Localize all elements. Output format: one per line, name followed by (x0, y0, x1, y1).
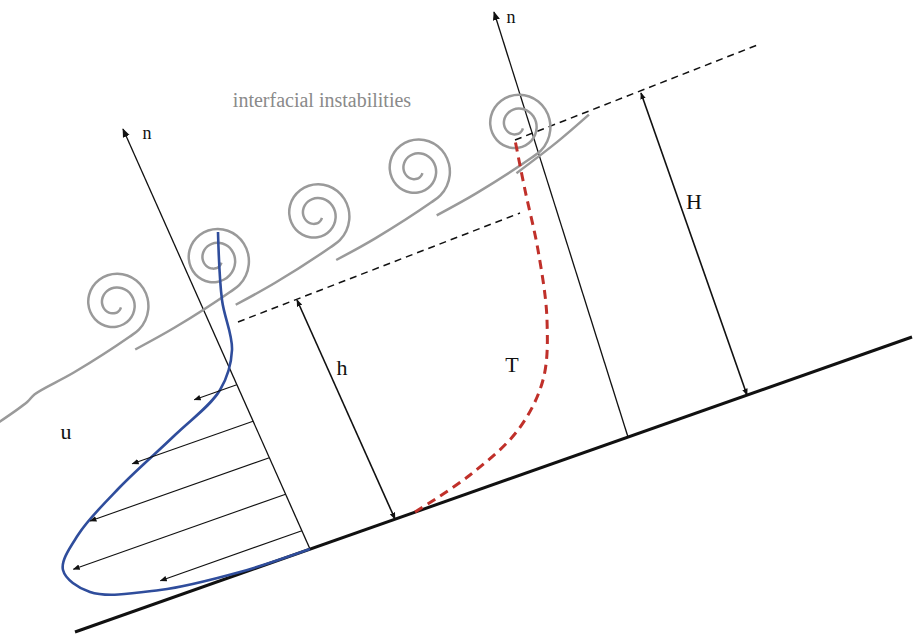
temperature-profile (415, 140, 547, 512)
velocity-arrow (73, 494, 285, 569)
velocity-arrow (194, 385, 236, 400)
axis-label: n (143, 124, 152, 142)
dimension-label: h (337, 357, 348, 379)
velocity-arrow (90, 458, 269, 521)
billow (404, 85, 566, 215)
region-label: interfacial instabilities (233, 90, 411, 110)
billow (204, 174, 366, 304)
billow (304, 130, 466, 260)
profile-label: T (505, 354, 518, 376)
dimension-label: H (686, 191, 702, 213)
instability-billows (0, 70, 606, 426)
sloped-wall (75, 337, 912, 632)
profile-label: u (61, 421, 72, 443)
normal-axis (123, 129, 310, 549)
billow (103, 219, 265, 349)
dimension-arrow (641, 93, 747, 395)
temperature-curve (415, 140, 547, 512)
dimension-arrow (297, 300, 395, 519)
velocity-curve (63, 232, 310, 595)
axis-label: n (507, 8, 516, 26)
normal-axis (494, 12, 628, 437)
velocity-arrow (132, 421, 253, 464)
velocity-arrow (160, 531, 301, 581)
dashed-interface (238, 213, 520, 322)
dashed-interface (515, 44, 760, 140)
velocity-profile (63, 232, 310, 595)
